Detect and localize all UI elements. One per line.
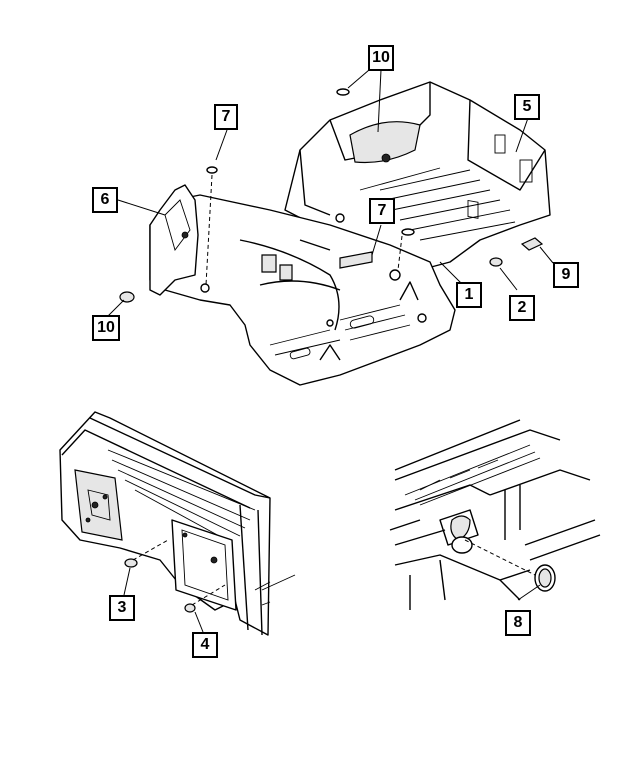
callout-1: 1 — [456, 282, 482, 308]
callout-9: 9 — [553, 262, 579, 288]
callout-10-left: 10 — [92, 315, 120, 341]
callout-6: 6 — [92, 187, 118, 213]
callout-8: 8 — [505, 610, 531, 636]
callout-4: 4 — [192, 632, 218, 658]
callout-7-center: 7 — [369, 198, 395, 224]
callout-10-top: 10 — [368, 45, 394, 71]
callout-2: 2 — [509, 295, 535, 321]
floor-pan-assembly — [107, 69, 554, 386]
callout-3: 3 — [109, 595, 135, 621]
body-plug-detail — [389, 419, 601, 610]
dash-panel-assembly — [59, 411, 296, 636]
callout-5: 5 — [514, 94, 540, 120]
callout-7-left: 7 — [214, 104, 238, 130]
